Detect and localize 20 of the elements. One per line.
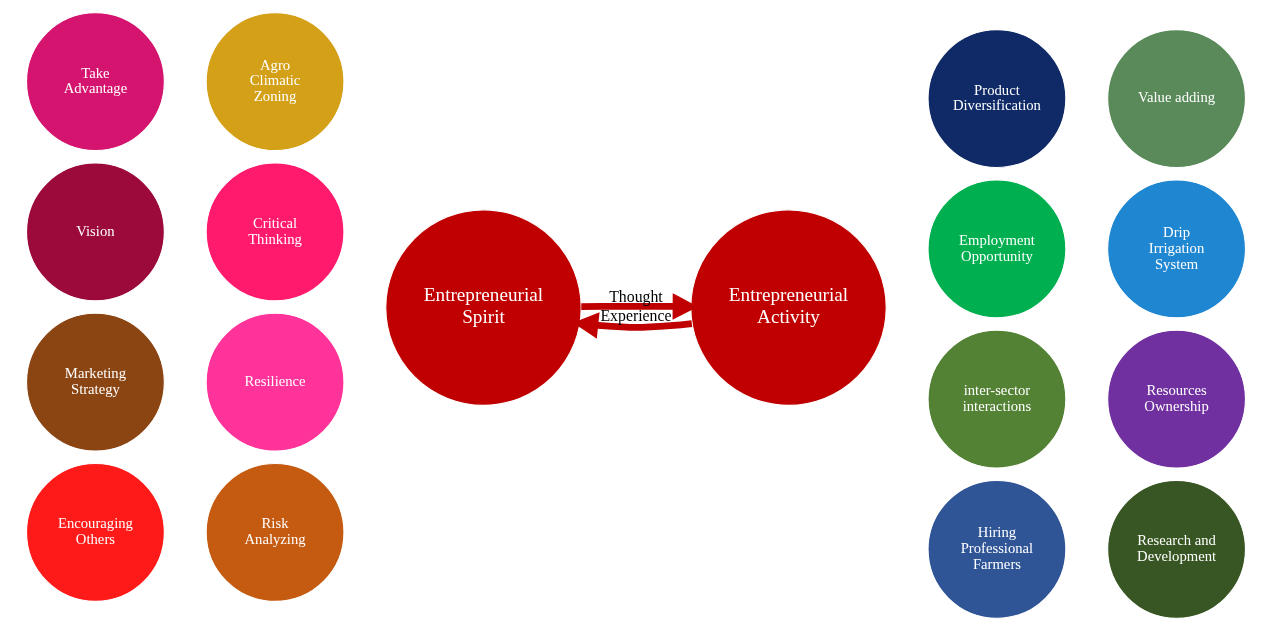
node-circle: Entrepreneurial Activity <box>690 209 887 406</box>
node-circle: Critical Thinking <box>205 162 345 302</box>
node-circle: Risk Analyzing <box>205 462 345 602</box>
node-circle: inter-sector interactions <box>927 329 1067 469</box>
node-circle: Drip Irrigation System <box>1107 179 1247 319</box>
edge-label: Thought <box>609 288 663 306</box>
node-circle: Product Diversification <box>927 29 1067 169</box>
edge-label: Experience <box>600 307 672 325</box>
node-circle: Encouraging Others <box>25 462 165 602</box>
node-circle: Take Advantage <box>25 12 165 152</box>
node-circle: Employment Opportunity <box>927 179 1067 319</box>
node-circle: Value adding <box>1107 29 1247 169</box>
node-circle: Resilience <box>205 312 345 452</box>
node-circle: Hiring Professional Farmers <box>927 479 1067 619</box>
node-circle: Vision <box>25 162 165 302</box>
node-circle: Entrepreneurial Spirit <box>385 209 582 406</box>
node-circle: Marketing Strategy <box>25 312 165 452</box>
node-circle: Agro Climatic Zoning <box>205 12 345 152</box>
node-circle: Resources Ownership <box>1107 329 1247 469</box>
node-circle: Research and Development <box>1107 479 1247 619</box>
